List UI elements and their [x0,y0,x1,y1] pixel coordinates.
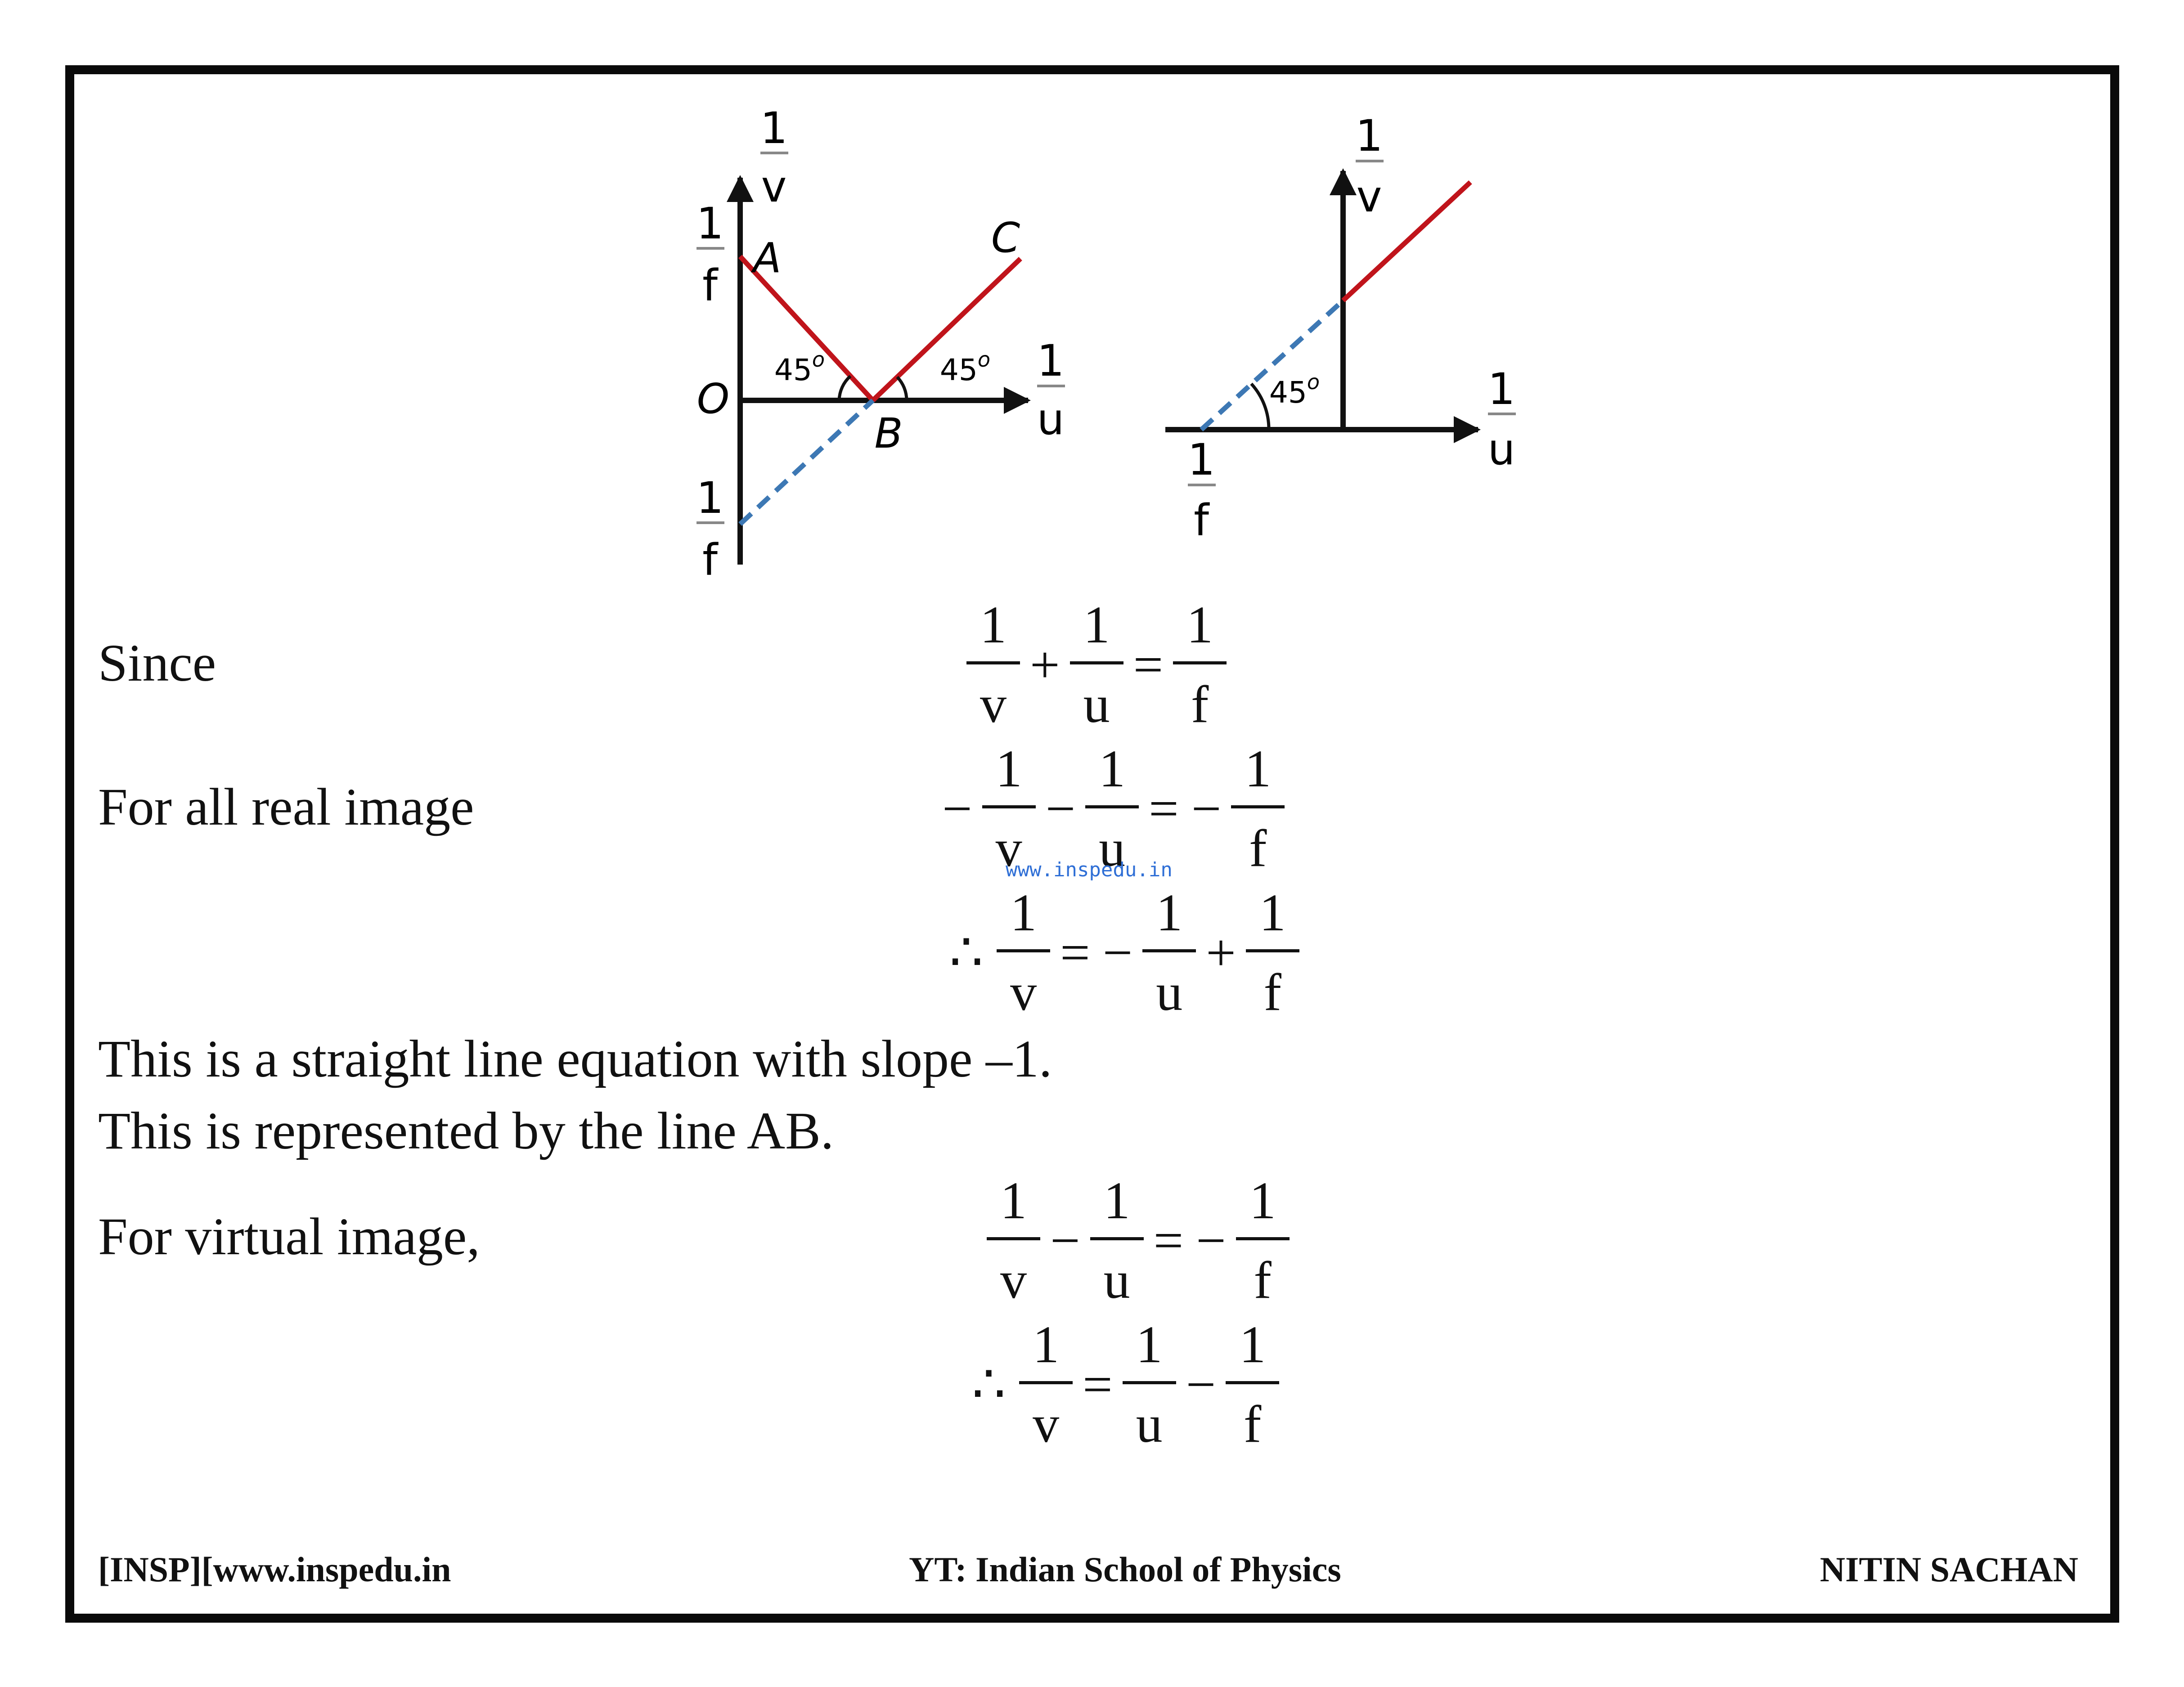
point-a-label: A [751,234,782,282]
right-x-label-den: u [1488,424,1515,475]
operator: = [1133,635,1164,694]
operator: − [1196,1211,1226,1270]
text-straight-line: This is a straight line equation with sl… [98,1029,1052,1088]
line-ab [738,255,875,402]
operator: − [1102,923,1133,982]
right-f-den: f [1194,495,1210,546]
left-angle-arc-1 [837,375,852,401]
operator: = [1060,923,1090,982]
right-dashed-line [1200,298,1345,432]
operator: = [1149,779,1179,838]
left-x-label-den: u [1037,394,1065,444]
footer-channel: YT: Indian School of Physics [909,1550,1341,1589]
page-frame [65,65,2119,1623]
right-angle-label: 45o [1269,370,1320,410]
right-red-line [1341,180,1472,303]
right-angle-arc [1250,382,1271,430]
left-f-top-den: f [702,260,719,311]
right-x-label-num: 1 [1487,364,1515,414]
point-c-label: C [991,214,1020,262]
right-y-label-den: v [1357,171,1382,222]
operator: + [1030,635,1060,694]
operator: − [1191,779,1222,838]
left-f-bottom-den: f [702,535,719,585]
left-angle-label-1: 45o [774,347,825,387]
left-f-top-num: 1 [696,198,724,249]
origin-label: O [697,375,729,423]
text-represented-ab: This is represented by the line AB. [98,1101,834,1160]
operator: = [1153,1211,1184,1270]
left-x-label-num: 1 [1037,336,1064,386]
label-virtual-image: For virtual image, [98,1207,480,1266]
footer-website: [INSP][www.inspedu.in [98,1550,451,1589]
left-dashed-line [738,398,875,526]
right-graph: 1 v 1 u 1 f 45o [1165,111,1516,546]
footer-author: NITIN SACHAN [1820,1550,2078,1589]
label-since: Since [98,633,216,692]
operator: − [1045,779,1076,838]
left-angle-label-2: 45o [940,347,990,387]
left-f-bottom-num: 1 [696,473,724,523]
watermark: www.inspedu.in [1006,858,1173,881]
left-angle-arc-2 [896,376,908,401]
left-y-label-den: v [761,162,787,212]
left-graph: 1 v 1 u 1 f 1 f A B C O 45o 45o [696,103,1065,585]
left-y-label-num: 1 [760,103,787,153]
right-y-label-num: 1 [1355,111,1383,161]
operator: − [1186,1355,1216,1414]
operator: − [942,779,972,838]
therefore-symbol: ∴ [949,923,984,982]
point-b-label: B [874,409,903,458]
right-f-num: 1 [1187,435,1215,485]
operator: − [1050,1211,1080,1270]
operator: + [1206,923,1236,982]
operator: = [1083,1355,1113,1414]
therefore-symbol: ∴ [972,1355,1006,1414]
label-real-image: For all real image [98,777,474,836]
